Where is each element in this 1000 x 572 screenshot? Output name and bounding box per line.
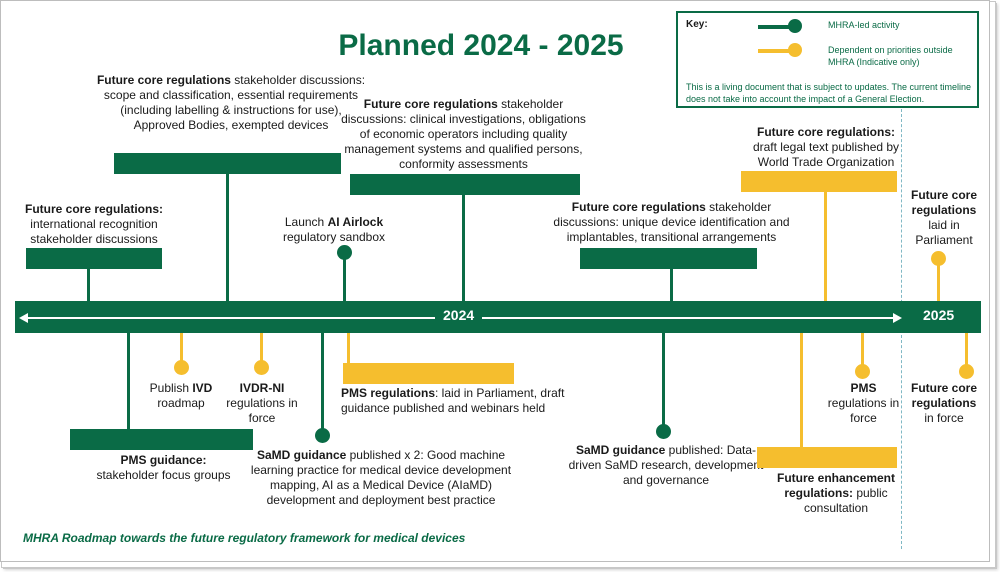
samd2-stem	[662, 333, 665, 427]
pms-guidance-label: PMS guidance: stakeholder focus groups	[96, 453, 231, 482]
samd2-label: SaMD guidance published: Data-driven SaM…	[568, 443, 764, 487]
key-green-line	[758, 25, 793, 29]
enhancement-bar	[757, 447, 897, 468]
scope-label: Future core regulations stakeholder disc…	[96, 73, 366, 132]
core-force-dot-icon	[959, 364, 974, 379]
airlock-dot-icon	[337, 245, 352, 260]
intl-recognition-bar	[26, 248, 162, 269]
key-yellow-dot-icon	[788, 43, 802, 57]
legend-key: Key: MHRA-led activity Dependent on prio…	[676, 11, 979, 108]
ivdr-dot-icon	[254, 360, 269, 375]
core-force-label: Future core regulations in force	[910, 381, 977, 425]
intl-recognition-stem	[87, 269, 90, 301]
ivdr-label: IVDR-NI regulations in force	[226, 381, 298, 425]
clinical-label: Future core regulations stakeholder disc…	[341, 97, 586, 171]
wto-bar	[741, 171, 897, 192]
scope-bar	[114, 153, 341, 174]
ivd-stem	[180, 333, 183, 367]
key-heading: Key:	[686, 19, 708, 30]
core-force-stem	[965, 333, 968, 367]
laid-stem	[937, 263, 940, 301]
key-note: This is a living document that is subjec…	[686, 82, 971, 104]
pms-guidance-stem	[127, 333, 130, 429]
intl-recognition-label: Future core regulations: international r…	[24, 202, 164, 246]
clinical-stem	[462, 195, 465, 301]
udi-label: Future core regulations stakeholder disc…	[553, 200, 790, 244]
samd1-label: SaMD guidance published x 2: Good machin…	[250, 448, 512, 507]
pms-guidance-bar	[70, 429, 253, 450]
key-green-label: MHRA-led activity	[828, 20, 900, 30]
wto-stem	[824, 192, 827, 301]
ivd-dot-icon	[174, 360, 189, 375]
laid-label: Future core regulations laid in Parliame…	[910, 188, 977, 247]
pms-regs-stem	[347, 333, 350, 363]
clinical-bar	[350, 174, 580, 195]
key-green-dot-icon	[788, 19, 802, 33]
pms-force-label: PMS regulations in force	[827, 381, 900, 425]
udi-bar	[580, 248, 757, 269]
year-2025-label: 2025	[915, 307, 963, 323]
pms-force-dot-icon	[855, 364, 870, 379]
enhancement-stem	[800, 333, 803, 447]
samd1-dot-icon	[315, 428, 330, 443]
scope-stem	[226, 174, 229, 301]
year-2024-label: 2024	[435, 307, 483, 323]
footer-caption: MHRA Roadmap towards the future regulato…	[23, 531, 466, 545]
pms-force-stem	[861, 333, 864, 367]
pms-regs-bar	[343, 363, 514, 384]
key-yellow-line	[758, 49, 793, 53]
page-title: Planned 2024 - 2025	[338, 29, 624, 62]
airlock-label: Launch AI Airlock regulatory sandbox	[282, 215, 386, 244]
laid-dot-icon	[931, 251, 946, 266]
arrow-left-icon	[19, 313, 28, 323]
key-yellow-label: Dependent on priorities outside MHRA (In…	[828, 45, 953, 67]
wto-label: Future core regulations: draft legal tex…	[752, 125, 900, 169]
airlock-stem	[343, 257, 346, 301]
samd2-dot-icon	[656, 424, 671, 439]
samd1-stem	[321, 333, 324, 431]
roadmap-page: Planned 2024 - 2025 Key: MHRA-led activi…	[0, 0, 990, 562]
pms-regs-label: PMS regulations: laid in Parliament, dra…	[341, 386, 565, 415]
enhancement-label: Future enhancement regulations: public c…	[776, 471, 896, 515]
ivdr-stem	[260, 333, 263, 367]
udi-stem	[670, 269, 673, 301]
ivd-label: Publish IVD roadmap	[149, 381, 213, 410]
arrow-right-icon	[893, 313, 902, 323]
